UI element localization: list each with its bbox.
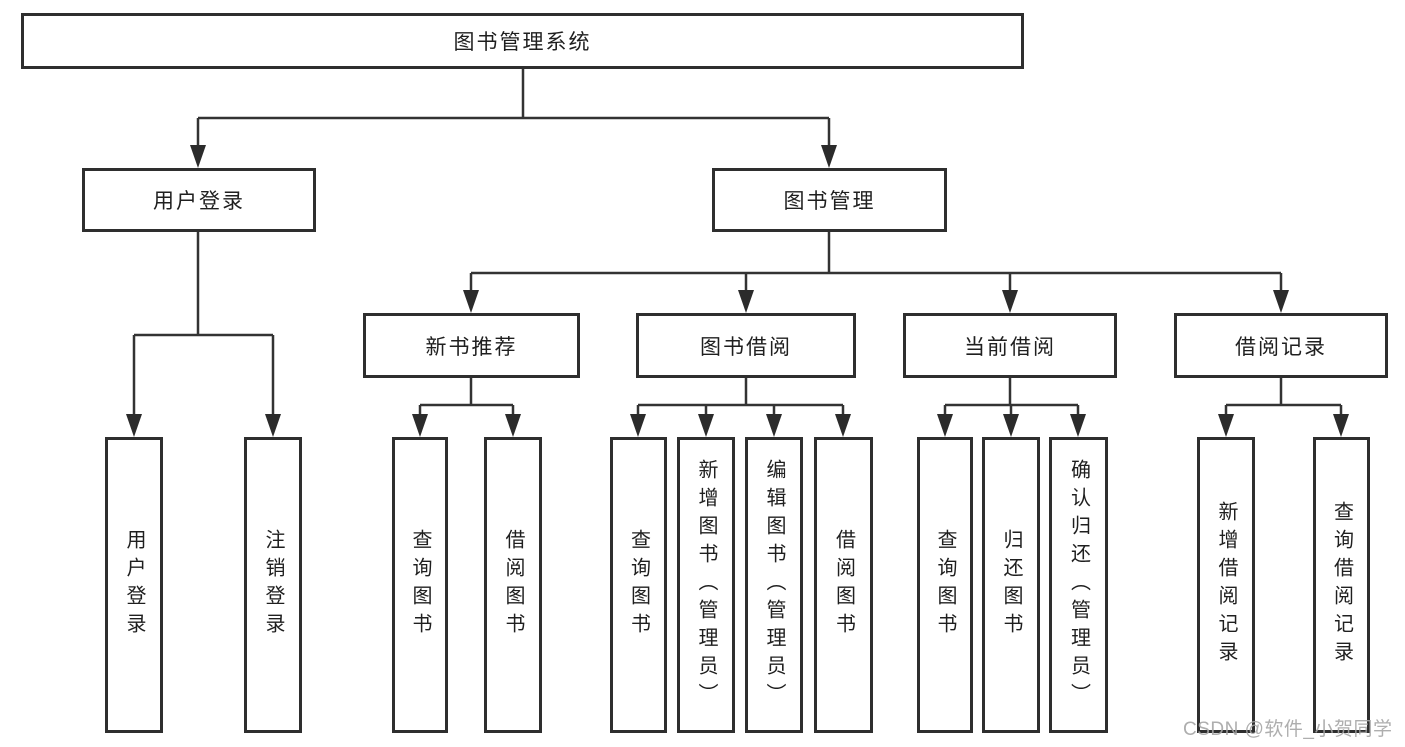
leaf-current-confirm-return-admin-label: 确认归还（管理员） [1067,459,1090,711]
node-user-login-label: 用户登录 [153,190,245,213]
node-root-label: 图书管理系统 [453,31,592,54]
leaf-logout-label: 注销登录 [262,529,284,641]
node-new-book-recommend: 新书推荐 [363,313,580,378]
leaf-newbook-query-books-label: 查询图书 [409,529,431,641]
node-book-borrowing-label: 图书借阅 [700,335,792,359]
node-book-borrowing: 图书借阅 [636,313,856,378]
leaf-current-query-books-label: 查询图书 [934,529,956,641]
leaf-newbook-query-books: 查询图书 [392,437,448,733]
leaf-records-query-record: 查询借阅记录 [1313,437,1370,733]
node-borrow-records: 借阅记录 [1174,313,1388,378]
leaf-borrowing-borrow-books-label: 借阅图书 [832,529,855,641]
leaf-records-add-record-label: 新增借阅记录 [1215,501,1237,669]
leaf-user-login-label: 用户登录 [123,529,145,641]
leaf-newbook-borrow-books-label: 借阅图书 [502,529,524,641]
leaf-borrowing-borrow-books: 借阅图书 [814,437,873,733]
node-borrow-records-label: 借阅记录 [1235,335,1327,359]
leaf-user-login: 用户登录 [105,437,163,733]
node-current-borrowing: 当前借阅 [903,313,1117,378]
arrowheads [126,145,1349,437]
leaf-borrowing-edit-books-admin: 编辑图书（管理员） [745,437,803,733]
leaf-current-query-books: 查询图书 [917,437,973,733]
leaf-newbook-borrow-books: 借阅图书 [484,437,542,733]
leaf-current-return-books: 归还图书 [982,437,1040,733]
node-current-borrowing-label: 当前借阅 [964,335,1056,359]
leaf-borrowing-add-books-admin-label: 新增图书（管理员） [695,459,717,711]
node-book-management-label: 图书管理 [783,190,876,213]
node-new-book-recommend-label: 新书推荐 [425,335,518,359]
leaf-logout: 注销登录 [244,437,302,733]
leaf-borrowing-query-books-label: 查询图书 [627,529,650,641]
node-root: 图书管理系统 [21,13,1024,69]
leaf-borrowing-query-books: 查询图书 [610,437,667,733]
node-book-management: 图书管理 [712,168,947,232]
leaf-records-query-record-label: 查询借阅记录 [1330,501,1353,669]
leaf-borrowing-add-books-admin: 新增图书（管理员） [677,437,735,733]
node-user-login: 用户登录 [82,168,316,232]
leaf-borrowing-edit-books-admin-label: 编辑图书（管理员） [763,459,785,711]
leaf-records-add-record: 新增借阅记录 [1197,437,1255,733]
csdn-watermark: CSDN @软件_小贺同学 [1183,719,1393,740]
leaf-current-return-books-label: 归还图书 [1000,529,1022,641]
leaf-current-confirm-return-admin: 确认归还（管理员） [1049,437,1108,733]
